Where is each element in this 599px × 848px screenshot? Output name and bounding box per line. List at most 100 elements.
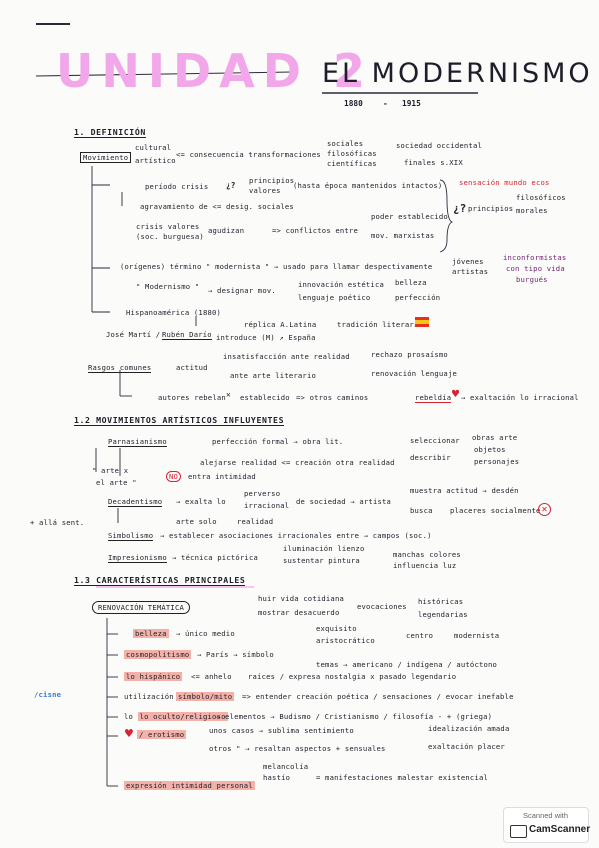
oculto-prefix: lo lo oculto/religioso	[124, 712, 228, 721]
modernismo-quote: " Modernismo "	[136, 282, 200, 291]
decadentismo: Decadentismo	[108, 497, 163, 507]
otros-casos: otros " → resaltan aspectos + sensuales	[209, 744, 386, 753]
arte-solo: arte solo	[176, 517, 217, 526]
sociales-label: sociales	[327, 139, 364, 148]
erotismo-highlight: / erotismo	[137, 730, 187, 739]
rechazo-prosaismo: rechazo prosaísmo	[371, 350, 448, 359]
placeres-socialmente: placeres socialmente	[450, 506, 541, 515]
tecnica-pictorica: → técnica pictórica	[172, 553, 259, 562]
con-tipo-vida: con tipo vida	[506, 264, 565, 273]
innovacion-estetica: innovación estética	[298, 280, 385, 289]
section-3-heading: 1.3 CARACTERÍSTICAS PRINCIPALES	[74, 575, 246, 586]
question-1: ¿?	[226, 181, 236, 190]
modernismo-title: EL MODERNISMO	[322, 58, 593, 89]
centro: centro	[406, 631, 434, 640]
hispanoamerica: Hispanoamérica (1880)	[126, 308, 222, 317]
exquisito: exquisito	[316, 624, 357, 633]
filosoficas-label: filosóficas	[327, 149, 377, 158]
mostrar-desacuerdo: mostrar desacuerdo	[258, 608, 340, 617]
influencia-luz: influencia luz	[393, 561, 457, 570]
conflictos-entre: => conflictos entre	[272, 226, 359, 235]
year-end: 1915	[402, 99, 421, 108]
movimiento-box: Movimiento	[80, 152, 132, 163]
el-arte: el arte "	[96, 478, 137, 487]
exalta-lo: → exalta lo	[176, 497, 226, 506]
paris-simbolo: → París → símbolo	[197, 650, 274, 659]
section-1-heading: 1. DEFINICIÓN	[74, 127, 146, 138]
cientificas-label: científicas	[327, 159, 377, 168]
sustentar-pintura: sustentar pintura	[283, 556, 360, 565]
unos-casos: unos casos → sublima sentimiento	[209, 726, 354, 735]
periodo-crisis: período crisis	[145, 182, 209, 191]
temas-americano: temas → americano / indígena / autóctono	[316, 660, 498, 669]
finales-siglo: finales s.XIX	[404, 158, 463, 167]
utilizacion: utilización	[124, 692, 174, 701]
camscanner-logo-icon	[510, 825, 527, 838]
renovacion-lenguaje: renovación lenguaje	[371, 369, 458, 378]
manchas-colores: manchas colores	[393, 550, 461, 559]
spain-flag-icon	[415, 317, 429, 327]
muestra-actitud: muestra actitud → desdén	[410, 486, 519, 495]
origenes-text: (orígenes) término " modernista " → usad…	[120, 262, 433, 271]
objetos: objetos	[474, 445, 506, 454]
legendarias: legendarias	[418, 610, 468, 619]
ruben-dario: Rubén Darío	[162, 330, 212, 340]
perfeccion-1: perfección	[395, 293, 441, 302]
obras-arte: obras arte	[472, 433, 518, 442]
replica-latina: réplica A.Latina	[244, 320, 317, 329]
scanned-with-label: Scanned with	[523, 811, 569, 820]
lenguaje-poetico: lenguaje poético	[298, 293, 371, 302]
jovenes-label: jóvenes	[452, 257, 484, 266]
historicas: históricas	[418, 597, 464, 606]
camscanner-label: CamScanner	[529, 824, 591, 835]
establecer-asociaciones: → establecer asociaciones irracionales e…	[160, 531, 432, 540]
mov-marxistas: mov. marxistas	[371, 231, 435, 240]
oculto-highlight: lo oculto/religioso	[137, 712, 228, 721]
realidad-label: realidad	[237, 517, 274, 526]
manifestaciones: = manifestaciones malestar existencial	[316, 773, 489, 782]
irracional: irracional	[244, 501, 290, 510]
alejarse-realidad: alejarse realidad <= creación otra reali…	[200, 458, 395, 467]
melancolia: melancolía	[263, 762, 309, 771]
belleza-highlight: belleza	[133, 629, 169, 638]
perverso: perverso	[244, 489, 281, 498]
seleccionar: seleccionar	[410, 436, 460, 445]
arte-x: " arte x	[92, 466, 129, 475]
exaltacion-placer: exaltación placer	[428, 742, 505, 751]
rebeldia-label: rebeldía	[415, 393, 452, 403]
busca-label: busca	[410, 506, 433, 515]
inconformistas-label: inconformistas	[503, 253, 567, 262]
tradicion-literaria: tradición literaria	[337, 320, 424, 329]
burgues-label: burgués	[516, 275, 548, 284]
cisne-label: /cisne	[34, 690, 62, 699]
describir: describir	[410, 453, 451, 462]
artistico-label: artístico	[135, 156, 176, 165]
renovacion-tematica: RENOVACIÓN TEMÁTICA	[92, 601, 191, 614]
crisis-valores: crisis valores	[136, 222, 200, 231]
ante-arte: ante arte literario	[230, 371, 317, 380]
no-badge: NO	[166, 471, 182, 482]
year-dash: -	[383, 99, 388, 108]
rasgos-comunes: Rasgos comunes	[88, 363, 152, 373]
perfeccion-formal: perfección formal → obra lit.	[212, 437, 344, 446]
alla-sent: + allá sent.	[30, 518, 85, 527]
designar-mov: → designar mov.	[208, 286, 276, 295]
hastio: hastío	[263, 773, 291, 782]
camscanner-badge: Scanned with CamScanner	[503, 807, 591, 843]
idealizacion-amada: idealización amada	[428, 724, 510, 733]
valores-label: valores	[249, 186, 281, 195]
poder-establecido: poder establecido	[371, 212, 448, 221]
raices-nostalgia: raíces / expresa nostalgia x pasado lege…	[248, 672, 457, 681]
filosoficos-label: filosóficos	[516, 193, 566, 202]
sociedad-occidental: sociedad occidental	[396, 141, 483, 150]
introduce-espana: introduce (M) ↗ España	[216, 333, 316, 342]
insatisfaccion: insatisfacción ante realidad	[223, 352, 350, 361]
simbolismo: Simbolismo	[108, 531, 154, 541]
principios-2: principios	[468, 204, 514, 213]
autores-rebelan: autores rebelan	[158, 393, 226, 402]
modernista: modernista	[454, 631, 500, 640]
agravamiento-text: agravamiento de <= desig. sociales	[140, 202, 294, 211]
sensacion-mundo: sensación mundo ecos	[459, 178, 550, 187]
actitud-label: actitud	[176, 363, 208, 372]
heart-icon: ♥	[451, 389, 460, 400]
